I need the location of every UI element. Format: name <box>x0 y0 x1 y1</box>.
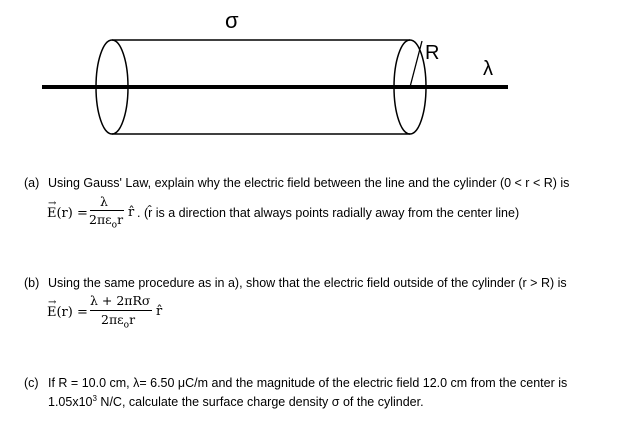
part-a-den-main: 2πε <box>89 212 112 227</box>
part-c-prefix: (c) <box>24 376 39 390</box>
part-a-eq-lhs: E(r) = <box>47 206 88 221</box>
radius-label: R <box>425 42 440 64</box>
part-b-den-main: 2πε <box>101 312 124 327</box>
lambda-label: λ <box>483 58 493 80</box>
part-b-eq-num: λ + 2πRσ <box>90 293 151 308</box>
radius-line <box>409 40 423 88</box>
part-b-eq-rhat: r̂ <box>156 304 163 319</box>
part-a-eq-rhat: r̂ <box>128 205 135 220</box>
part-c-line2-pre: 1.05x10 <box>48 395 93 410</box>
part-a-eq-arrow: → <box>48 198 57 209</box>
part-b-den-r: r <box>129 312 136 327</box>
part-a-den-sub: o <box>111 220 118 231</box>
part-a-fraction-bar <box>90 210 124 211</box>
sigma-label: σ <box>225 8 239 33</box>
part-a-prefix: (a) <box>24 176 40 190</box>
part-a-den-r: r <box>117 212 124 227</box>
part-a-eq-note: . (r̂ is a direction that always points … <box>137 206 520 220</box>
part-c-line2-sup: 3 <box>92 394 97 403</box>
part-a-eq-num: λ <box>100 194 108 209</box>
part-b-fraction-bar <box>90 310 152 311</box>
part-b-eq-lhs: E(r) = <box>47 305 88 320</box>
part-b-eq-den: 2πεor <box>101 312 135 331</box>
part-b-prefix: (b) <box>24 276 40 290</box>
part-c-line2-post: N/C, calculate the surface charge densit… <box>96 395 424 410</box>
part-b-den-sub: o <box>123 320 130 331</box>
part-b-eq-arrow: → <box>48 297 57 308</box>
cylinder-figure <box>42 39 508 135</box>
part-c-line2: 1.05x103 N/C, calculate the surface char… <box>48 394 424 409</box>
part-c-line1: If R = 10.0 cm, λ= 6.50 μC/m and the mag… <box>48 376 568 390</box>
part-a-eq-den: 2πεor <box>89 212 123 231</box>
part-b-text: Using the same procedure as in a), show … <box>48 276 567 290</box>
part-a-text: Using Gauss' Law, explain why the electr… <box>48 176 570 190</box>
